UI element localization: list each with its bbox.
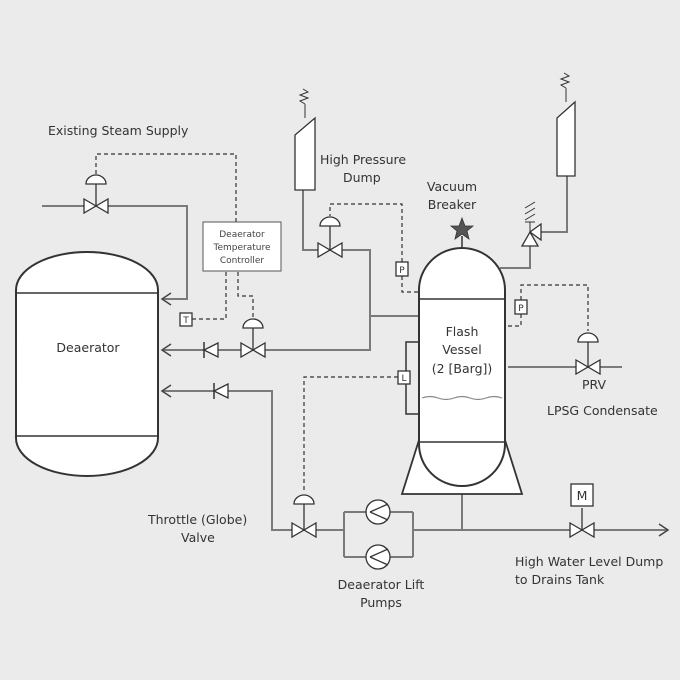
throttle-globe-valve (291, 494, 317, 539)
lift-pumps-label-line2: Pumps (360, 595, 402, 610)
relief-exhaust-silencer (556, 72, 576, 177)
flash-vessel (418, 247, 506, 487)
controller-label-line3: Controller (220, 256, 265, 266)
arrow-flash-steam-into-deaerator (160, 343, 172, 357)
throttle-valve-label-line1: Throttle (Globe) (147, 512, 247, 527)
high-pressure-dump-silencer (294, 88, 316, 191)
lift-pump-upper (365, 499, 391, 525)
vacuum-breaker-star (449, 216, 475, 240)
flash-vessel-label-line3: (2 [Barg]) (432, 361, 493, 376)
pressure-transmitter-dump-tag: P (399, 266, 405, 276)
prv-control-signal (520, 284, 589, 331)
high-water-dump-valve (569, 483, 595, 539)
pump-discharge-pipe (162, 390, 344, 531)
vacuum-breaker-label-line2: Breaker (428, 197, 477, 212)
pressure-tap-prv (508, 314, 522, 327)
temperature-sensor-tag: T (182, 316, 189, 326)
lift-pump-lower (365, 544, 391, 570)
existing-steam-supply-label: Existing Steam Supply (48, 123, 189, 138)
relief-exhaust-pipe (541, 176, 568, 233)
steam-supply-control-valve (83, 174, 109, 215)
steam-supply-pipe (42, 205, 188, 300)
deaerator-label: Deaerator (56, 340, 120, 355)
pump-parallel-header (343, 511, 414, 558)
lift-pumps-label-line1: Deaerator Lift (338, 577, 425, 592)
flash-steam-to-deaerator-pipe (162, 315, 420, 351)
high-water-dump-label-line2: to Drains Tank (515, 572, 605, 587)
level-transmitter-tag: L (401, 374, 406, 384)
pressure-transmitter-prv-tag: P (518, 304, 524, 314)
throttle-valve-label-line2: Valve (181, 530, 215, 545)
relief-valve (520, 201, 542, 247)
flash-steam-control-valve (240, 318, 266, 359)
high-water-dump-label-line1: High Water Level Dump (515, 554, 663, 569)
temperature-sensor (179, 312, 193, 327)
flow-arrows (160, 292, 670, 537)
arrow-steam-into-deaerator (160, 292, 172, 306)
prv-label: PRV (582, 377, 607, 392)
pressure-tap-dump (401, 276, 418, 293)
controller-label-line2: Temperature (212, 243, 270, 253)
motor-actuator-tag: M (577, 488, 588, 503)
high-pressure-dump-label-line2: Dump (343, 170, 381, 185)
arrow-feed-into-deaerator (160, 384, 172, 398)
pressure-transmitter-prv (514, 299, 528, 315)
temperature-sensor-signal (192, 272, 227, 320)
pressure-dump-signal (329, 203, 403, 262)
vacuum-breaker-label-line1: Vacuum (427, 179, 477, 194)
high-pressure-dump-label-line1: High Pressure (320, 152, 406, 167)
signal-lines (95, 153, 589, 493)
controller-label-line1: Deaerator (219, 230, 265, 240)
high-pressure-dump-control-valve (317, 216, 343, 259)
flash-vessel-label-line2: Vessel (442, 342, 481, 357)
prv-valve (575, 332, 601, 376)
feed-check-valve (212, 382, 229, 400)
controller-to-valve-signal (237, 272, 254, 318)
deaerator-vessel (15, 251, 159, 477)
flash-vessel-water-level (421, 395, 503, 401)
motor-actuator (570, 483, 594, 507)
flash-vessel-label-line1: Flash (446, 324, 479, 339)
arrow-to-drains-tank (658, 523, 670, 537)
pressure-transmitter-dump (395, 261, 409, 277)
lpsg-condensate-label: LPSG Condensate (547, 403, 658, 418)
steam-valve-control-signal (95, 153, 237, 222)
relief-valve-pipe (500, 246, 531, 269)
temperature-controller-box (202, 221, 282, 272)
flash-steam-check-valve (202, 341, 219, 359)
level-transmitter (397, 370, 411, 385)
level-control-signal (303, 376, 398, 493)
